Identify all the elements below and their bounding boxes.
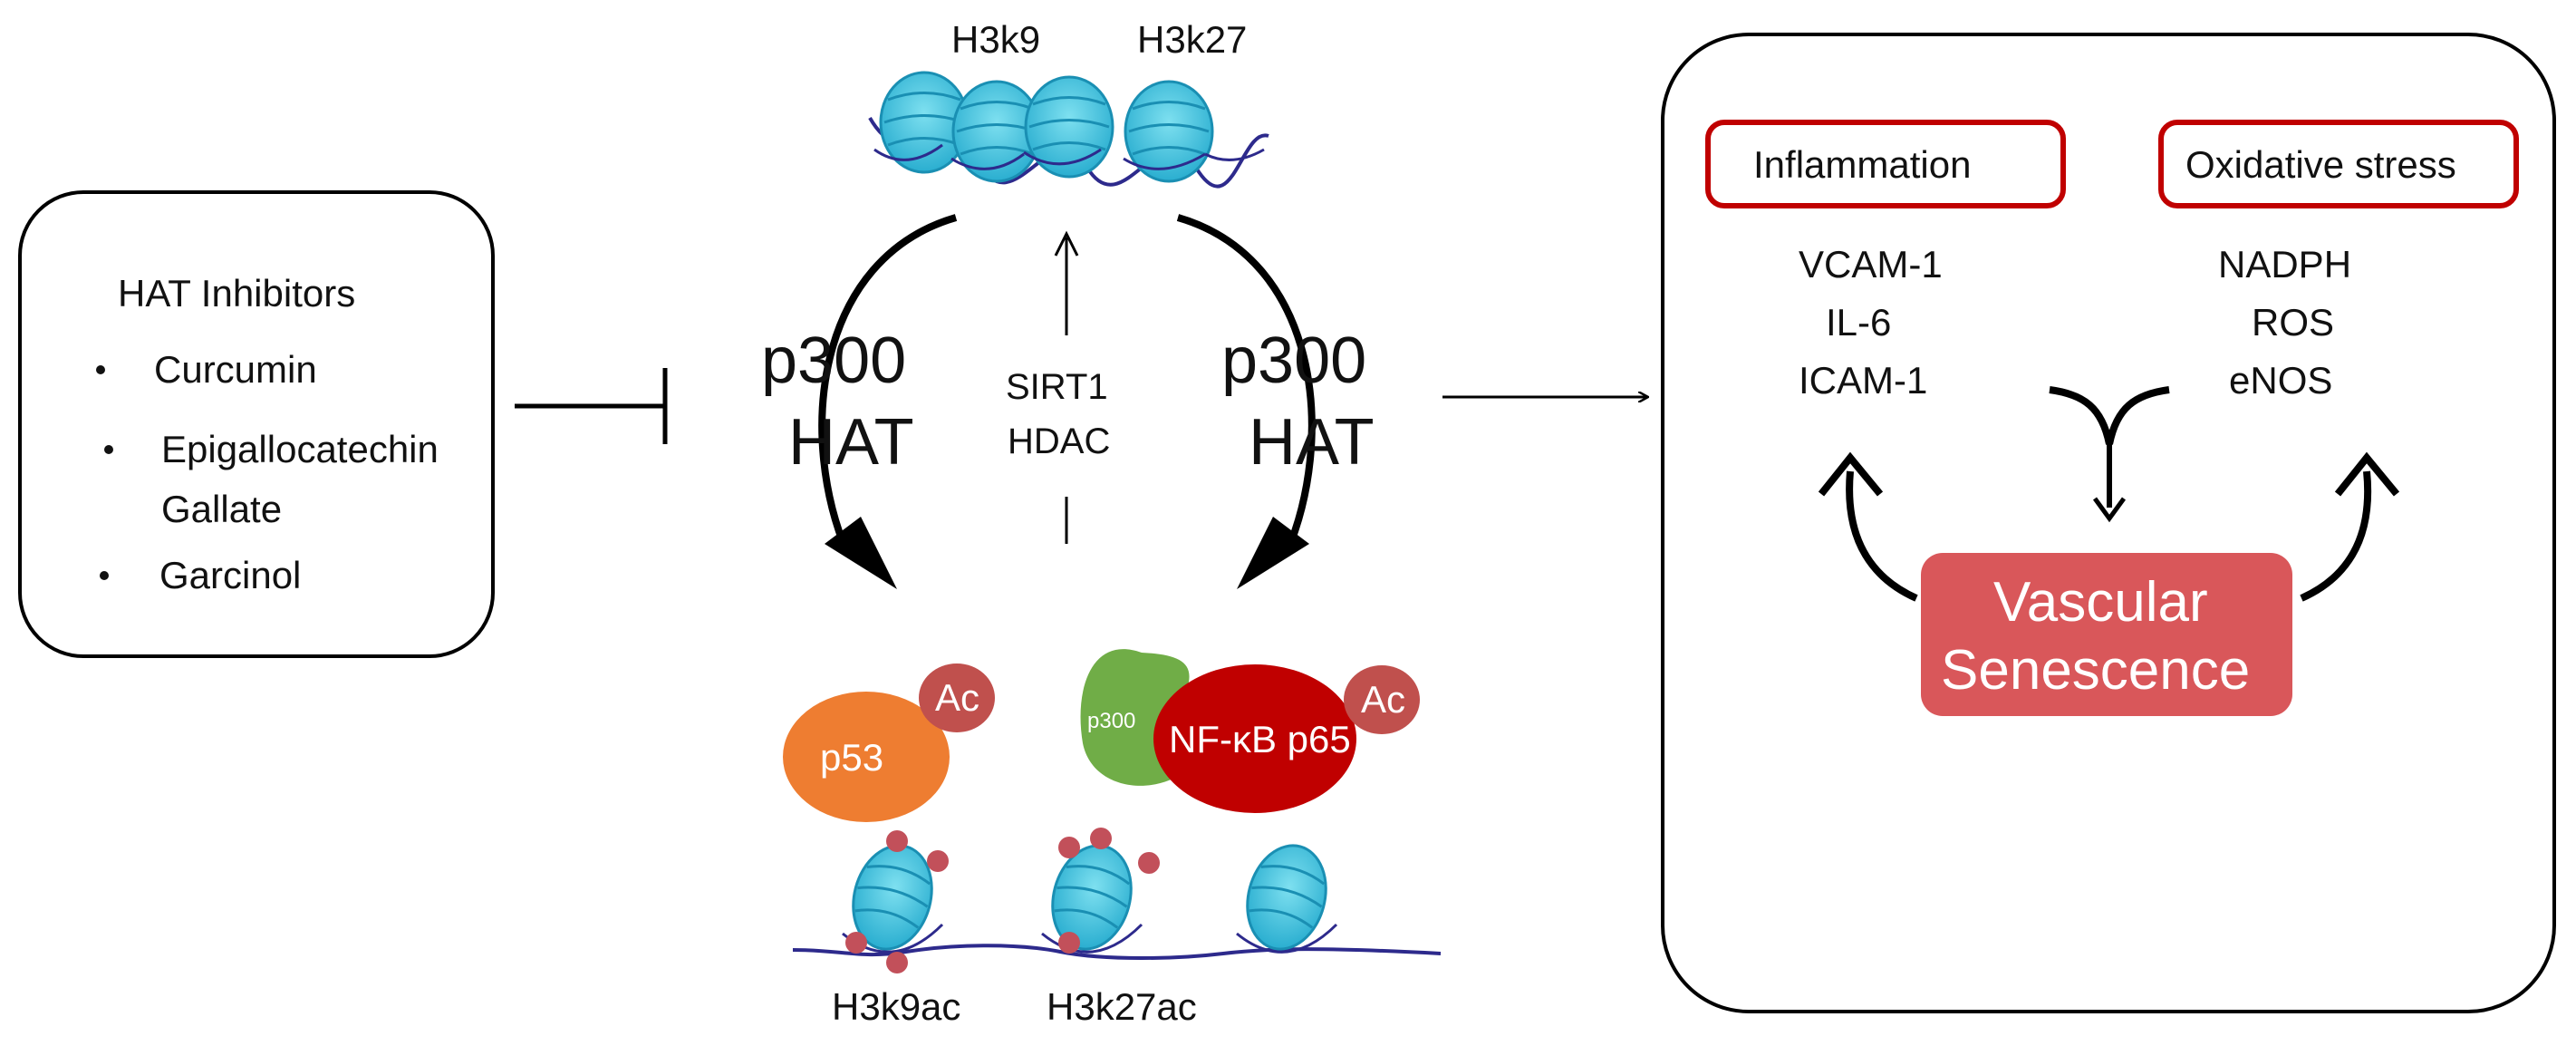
vascular-senescence-box: Vascular Senescence (1921, 553, 2292, 716)
nfkb-p65-protein: NF-κB p65 (1153, 664, 1356, 813)
label-h3k9: H3k9 (951, 18, 1040, 61)
acetyl-badge-nfkb: Ac (1344, 665, 1420, 734)
right-up-arrow (2300, 451, 2400, 602)
inflammation-item: VCAM-1 (1799, 243, 1943, 286)
acetyl-badge-p53: Ac (919, 663, 995, 732)
inhibitor-item: Epigallocatechin (161, 428, 439, 470)
inflammation-item: ICAM-1 (1799, 359, 1927, 402)
hat-inhibitors-box: HAT Inhibitors Curcumin Epigallocatechin… (18, 190, 495, 658)
oxidative-item: NADPH (2218, 243, 2351, 286)
merge-arrow (2049, 386, 2170, 523)
p53-label: p53 (820, 736, 883, 779)
hat-left-label: HAT (788, 406, 914, 479)
outcome-box (1661, 33, 2556, 1013)
label-h3k9ac: H3k9ac (832, 985, 960, 1028)
bullet-icon (100, 571, 109, 580)
bullet-icon (104, 445, 113, 454)
inhibitor-item: Garcinol (159, 554, 301, 596)
p300-small-label: p300 (1087, 709, 1135, 733)
left-up-arrow (1818, 451, 1918, 602)
senescence-line1: Vascular (1993, 571, 2208, 634)
inflammation-box: Inflammation (1705, 120, 2066, 208)
ac-label: Ac (1361, 678, 1405, 721)
inhibition-arrow (515, 368, 668, 444)
inhibitor-item: Curcumin (154, 348, 317, 391)
oxidative-item: eNOS (2229, 359, 2332, 402)
oxidative-stress-title: Oxidative stress (2185, 143, 2456, 186)
bottom-nucleosome-array (792, 828, 1442, 973)
inflammation-item: IL-6 (1826, 301, 1891, 344)
ac-label: Ac (935, 676, 979, 719)
hat-inhibitors-title: HAT Inhibitors (118, 272, 355, 315)
p300-left-label: p300 (761, 324, 906, 397)
label-h3k27: H3k27 (1137, 18, 1247, 61)
inflammation-title: Inflammation (1753, 143, 1971, 186)
label-h3k27ac: H3k27ac (1047, 985, 1197, 1028)
bullet-icon (96, 365, 105, 374)
p53-protein: p53 (783, 692, 950, 822)
sirt1-label: SIRT1 (1006, 367, 1108, 407)
top-nucleosome-array (868, 71, 1269, 189)
senescence-line2: Senescence (1941, 639, 2250, 702)
left-curved-arrow (818, 214, 958, 589)
inhibitor-item: Gallate (161, 488, 282, 530)
hdac-label: HDAC (1008, 421, 1110, 461)
oxidative-item: ROS (2252, 301, 2334, 344)
right-curved-arrow (1176, 214, 1316, 589)
sirt1-arrow (1054, 230, 1079, 544)
p300-right-label: p300 (1221, 324, 1366, 397)
hat-right-label: HAT (1249, 406, 1375, 479)
nfkb-label: NF-κB p65 (1169, 718, 1351, 760)
oxidative-stress-box: Oxidative stress (2158, 120, 2519, 208)
